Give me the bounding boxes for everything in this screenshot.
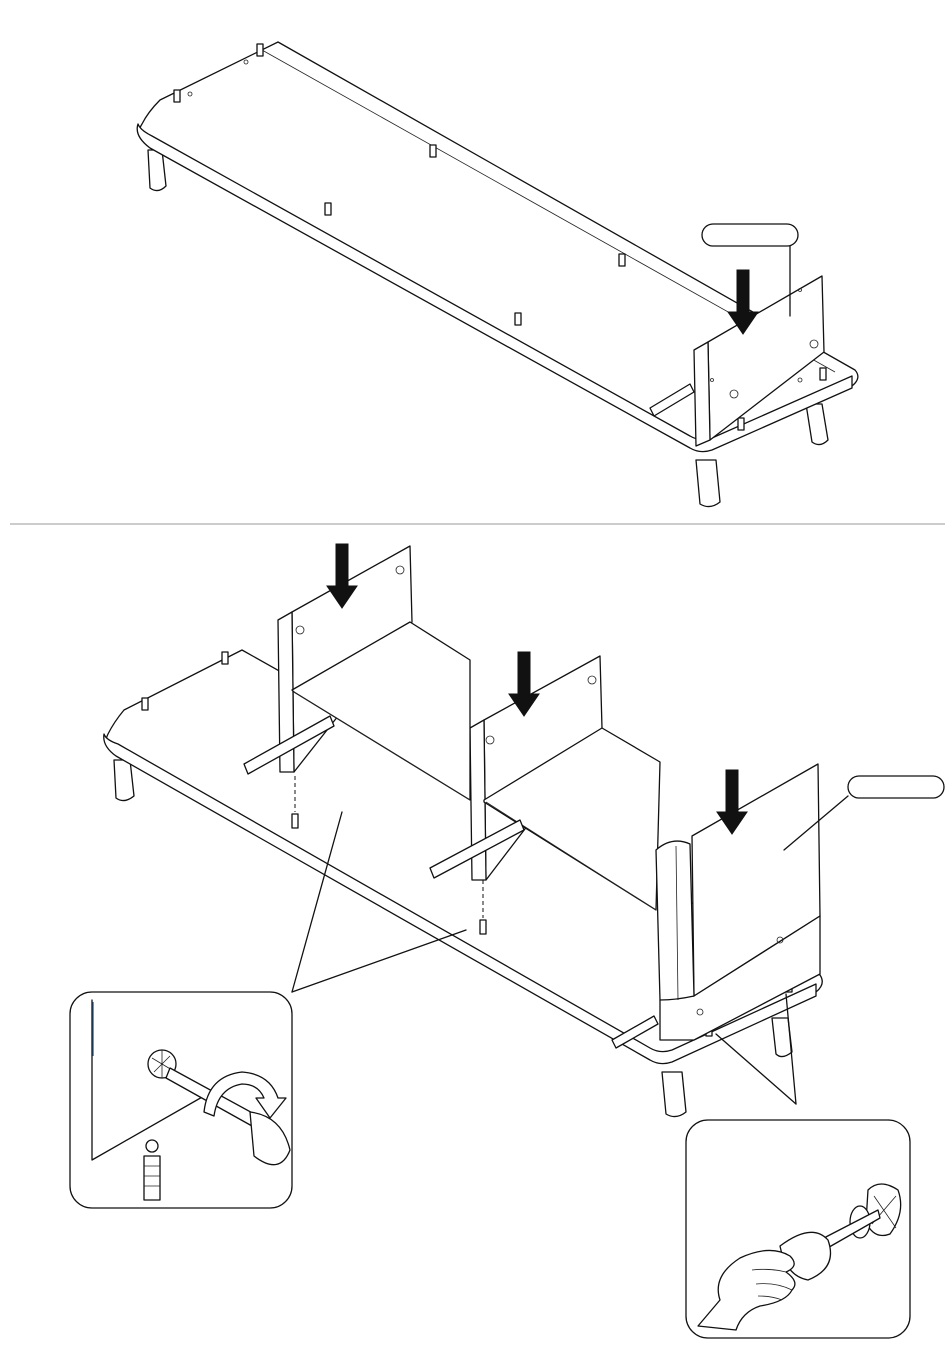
leg-back-right bbox=[806, 404, 828, 445]
part-callout-a bbox=[702, 224, 798, 246]
step-a-base-panel bbox=[137, 42, 858, 507]
leg-back-left-b bbox=[114, 760, 134, 801]
pointer-left-2 bbox=[292, 930, 466, 992]
leg-front-b bbox=[662, 1072, 686, 1117]
end-panel-edge bbox=[656, 841, 694, 1000]
part-callout-b bbox=[848, 776, 944, 798]
leg-front bbox=[696, 460, 720, 507]
side-panel-edge bbox=[694, 342, 710, 446]
cam-lock-screwdriver-detail bbox=[70, 992, 292, 1208]
cam-lock-hand-detail bbox=[686, 1120, 910, 1338]
dowel-icon bbox=[144, 1156, 160, 1200]
